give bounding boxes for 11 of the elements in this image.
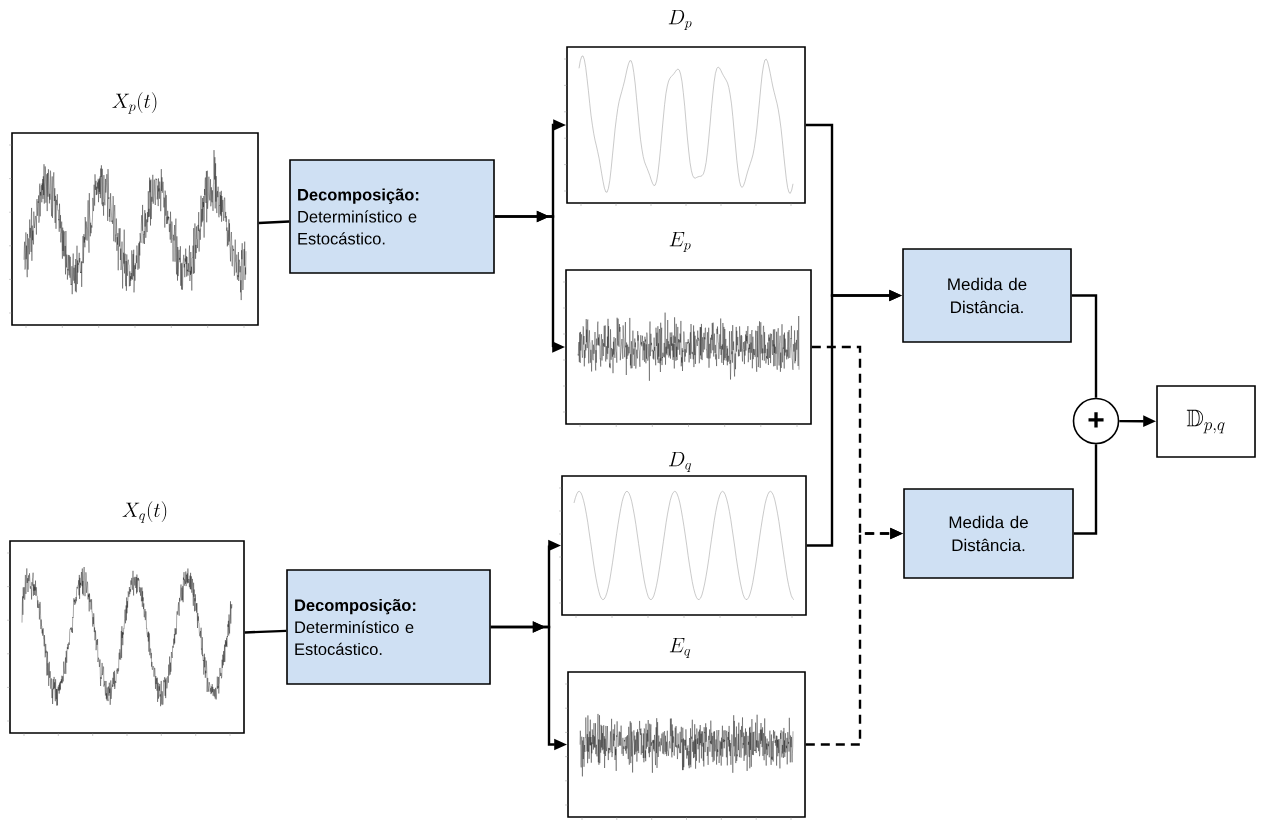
process-box: Medida de Distância. (902, 248, 1072, 343)
plot-title: $E_p$ (669, 232, 691, 253)
output-box: $\mathbb{D}_{p,q}$ (1156, 385, 1256, 458)
plot-title: $D_p$ (668, 9, 692, 31)
plot-title: $E_q$ (669, 638, 691, 659)
plot-title: $X_q(t)$ (122, 501, 167, 523)
process-box: Decomposição: Determinístico e Estocástico. (289, 159, 495, 274)
process-box: Decomposição: Determinístico e Estocástico. (286, 569, 491, 685)
plot-title: $D_q$ (668, 452, 692, 473)
process-box: Medida de Distância. (903, 488, 1074, 579)
plot-title: $X_p(t)$ (112, 92, 157, 114)
